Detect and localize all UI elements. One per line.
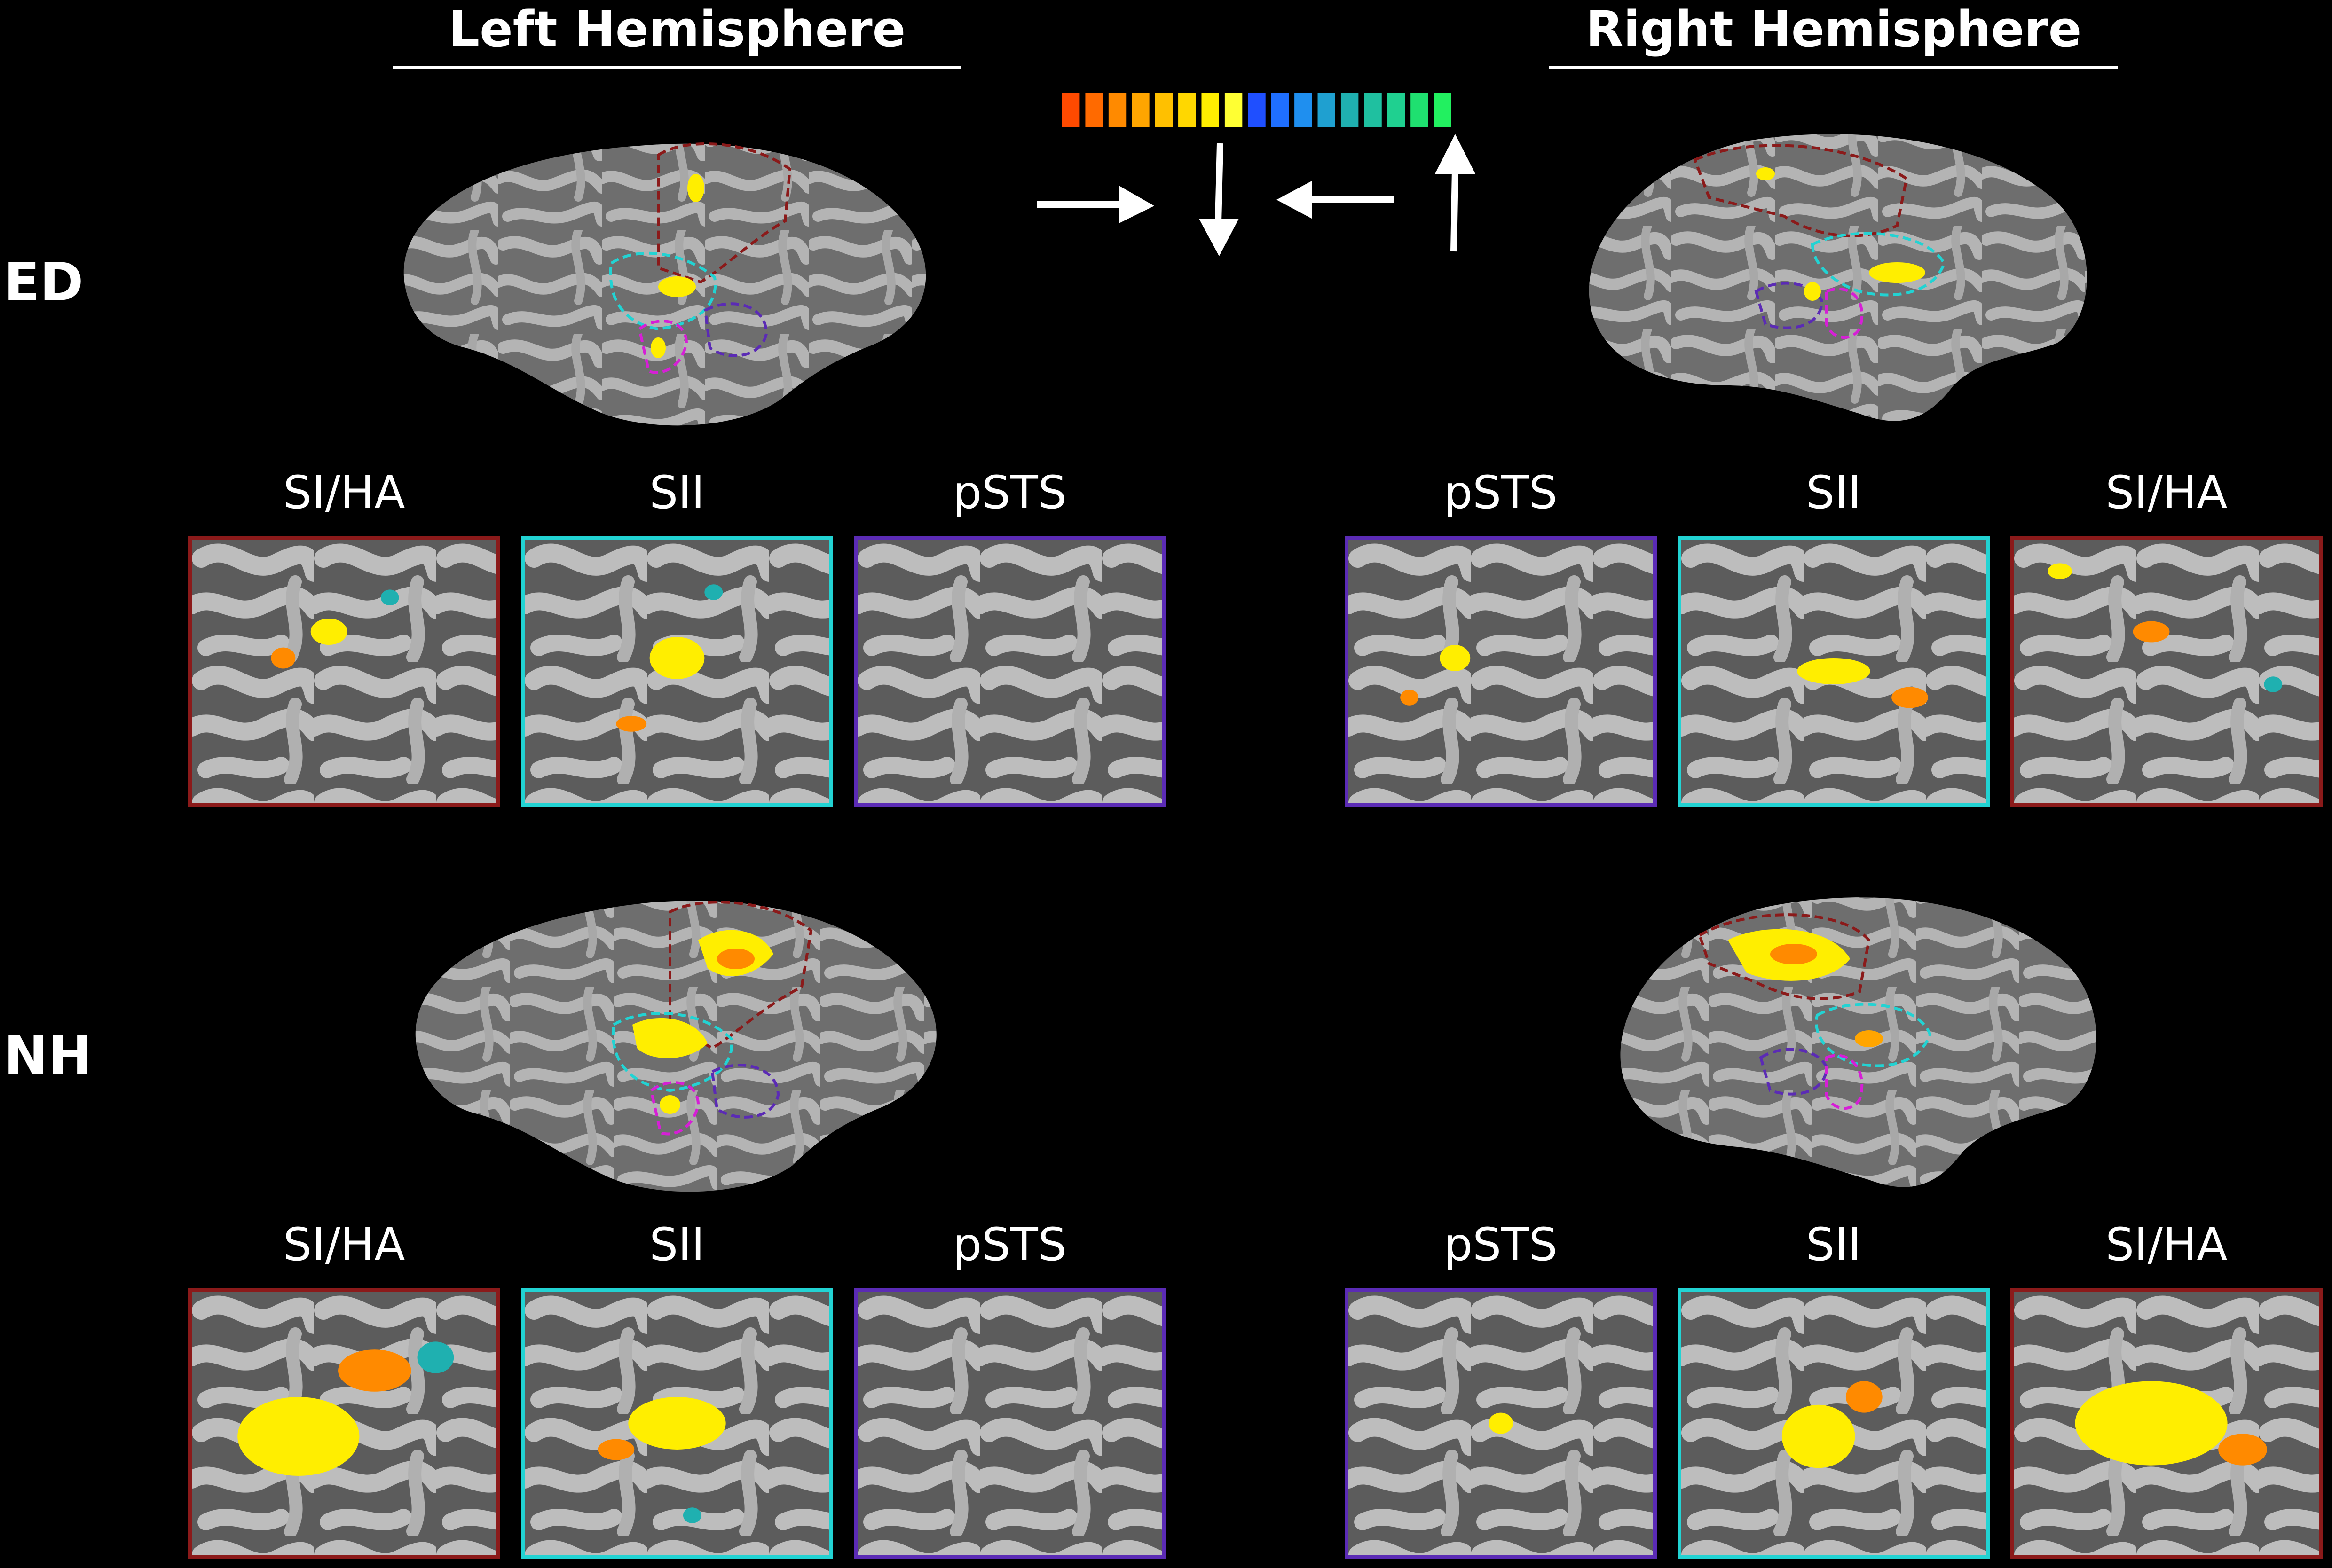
activation-blob [237, 1397, 360, 1476]
roi-label-psts: pSTS [953, 1218, 1067, 1271]
colorbar-segment [1271, 93, 1289, 127]
colorbar-segment [1410, 93, 1428, 127]
roi-panel-sii [1678, 536, 1990, 807]
roi-label-si-ha: SI/HA [283, 466, 405, 519]
roi-label-si-ha: SI/HA [283, 1218, 405, 1271]
row-label-ed: ED [4, 252, 84, 313]
roi-label-sii: SII [1806, 466, 1861, 519]
activation-blob [2133, 621, 2170, 643]
colorbar-segment [1178, 93, 1196, 127]
activation-blob [598, 1439, 635, 1460]
activation-blob [1781, 1404, 1855, 1468]
activation-blob [310, 619, 347, 645]
activation-blob [2264, 676, 2283, 692]
right-hemisphere-underline [1549, 66, 2118, 69]
roi-label-si-ha: SI/HA [2105, 1218, 2228, 1271]
activation-blob [649, 637, 705, 679]
activation-blob [2048, 563, 2072, 579]
arrow-down-icon [1192, 141, 1244, 259]
activation-blob [338, 1349, 411, 1392]
colorbar-segment [1434, 93, 1451, 127]
roi-label-psts: pSTS [1444, 466, 1558, 519]
activation-blob [683, 1507, 701, 1523]
activation-blob [2075, 1381, 2228, 1466]
activation-blob [380, 589, 399, 605]
roi-label-si-ha: SI/HA [2105, 466, 2228, 519]
roi-panel-sii [1678, 1288, 1990, 1559]
roi-label-sii: SII [649, 466, 705, 519]
activation-blob [417, 1341, 454, 1373]
left-hemisphere-brain-ed [395, 127, 940, 437]
activation-blob [1489, 1412, 1513, 1434]
colorbar-segment [1201, 93, 1219, 127]
roi-panel-si-ha [188, 536, 500, 807]
roi-label-sii: SII [1806, 1218, 1861, 1271]
row-label-nh: NH [4, 1025, 92, 1086]
roi-label-psts: pSTS [953, 466, 1067, 519]
roi-panel-sii [521, 536, 833, 807]
left-hemisphere-underline [393, 66, 961, 69]
colorbar-segment [1155, 93, 1173, 127]
right-hemisphere-brain-ed [1568, 122, 2099, 437]
left-hemisphere-title: Left Hemisphere [448, 0, 906, 58]
activation-blob [1400, 690, 1419, 706]
roi-panel-psts [1345, 536, 1657, 807]
colorbar-segment [1108, 93, 1127, 127]
roi-panel-psts [854, 536, 1166, 807]
colorbar-segment [1248, 93, 1266, 127]
roi-label-psts: pSTS [1444, 1218, 1558, 1271]
activation-blob [1440, 645, 1471, 671]
activation-blob [2218, 1434, 2267, 1466]
roi-label-sii: SII [649, 1218, 705, 1271]
colorbar-segment [1132, 93, 1150, 127]
colorbar-segment [1294, 93, 1312, 127]
arrow-up-icon [1429, 132, 1481, 254]
colorbar-segment [1224, 93, 1243, 127]
right-hemisphere-brain-nh [1606, 884, 2109, 1203]
roi-panel-si-ha [2010, 536, 2323, 807]
left-hemisphere-brain-nh [407, 884, 947, 1203]
activation-blob [1845, 1381, 1883, 1413]
roi-panel-psts [1345, 1288, 1657, 1559]
activation-blob [1797, 658, 1870, 684]
roi-panel-psts [854, 1288, 1166, 1559]
activation-blob [1891, 687, 1928, 708]
colorbar-segment [1062, 93, 1080, 127]
right-hemisphere-title: Right Hemisphere [1585, 0, 2082, 58]
roi-panel-sii [521, 1288, 833, 1559]
colorbar-segment [1317, 93, 1335, 127]
colorbar-segment [1387, 93, 1405, 127]
arrow-left-icon [1274, 174, 1396, 226]
roi-panel-si-ha [188, 1288, 500, 1559]
activation-blob [271, 647, 296, 669]
activation-blob [616, 716, 647, 732]
colorbar-segment [1364, 93, 1382, 127]
colorbar-segment [1340, 93, 1359, 127]
arrow-right-icon [1034, 179, 1157, 230]
colorbar-segment [1085, 93, 1103, 127]
direction-colorbar [1060, 93, 1455, 127]
roi-panel-si-ha [2010, 1288, 2323, 1559]
activation-blob [628, 1397, 726, 1450]
activation-blob [704, 584, 723, 600]
